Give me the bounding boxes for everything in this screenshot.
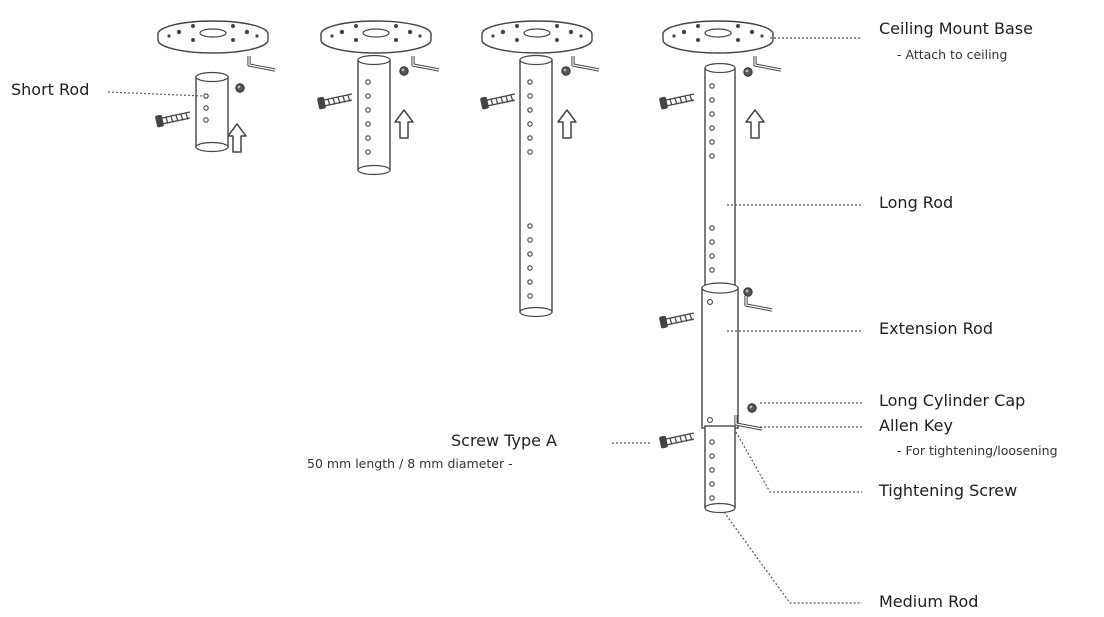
assembly-long-rod	[479, 20, 601, 318]
screw-type-a	[658, 432, 695, 450]
label-screw-type-a: Screw Type A	[451, 431, 557, 450]
allen-key-4b	[744, 294, 774, 312]
leader-medium	[723, 511, 862, 604]
note-screw-type-a: 50 mm length / 8 mm diameter -	[307, 456, 513, 471]
screw-4a	[658, 93, 695, 111]
label-long-rod: Long Rod	[879, 193, 954, 212]
medium-rod-2	[357, 59, 391, 171]
screw-4b	[658, 312, 695, 330]
label-tightening-screw: Tightening Screw	[879, 481, 1018, 500]
label-allen-key: Allen Key	[879, 416, 953, 435]
assembly-medium-rod	[316, 20, 441, 176]
ceiling-plate-4	[662, 20, 774, 54]
leader-tightening	[735, 431, 862, 493]
up-arrow-2	[394, 109, 414, 139]
screw-2	[316, 93, 353, 111]
note-allen-key: - For tightening/loosening	[897, 445, 1058, 458]
label-short-rod: Short Rod	[11, 80, 90, 99]
label-ceiling-mount-base: Ceiling Mount Base	[879, 19, 1033, 38]
cylinder-cap-2	[399, 66, 409, 76]
leader-short-rod	[107, 91, 205, 97]
up-arrow-3	[557, 109, 577, 139]
medium-rod-4	[704, 425, 736, 509]
ceiling-plate-1	[157, 20, 269, 54]
cylinder-cap-3	[561, 66, 571, 76]
assembly-short-rod	[154, 20, 277, 153]
up-arrow-4	[745, 109, 765, 139]
leader-lines	[107, 37, 862, 604]
extension-rod	[701, 287, 739, 429]
screw-3	[479, 93, 516, 111]
allen-key-1	[247, 54, 277, 72]
cylinder-cap-4a	[743, 67, 753, 77]
long-rod-4	[704, 67, 736, 291]
label-long-cylinder-cap: Long Cylinder Cap	[879, 391, 1026, 410]
allen-key-3	[571, 54, 601, 72]
allen-key-2	[411, 54, 441, 72]
allen-key-4	[753, 54, 783, 72]
ceiling-plate-3	[481, 20, 593, 54]
long-rod-3	[519, 59, 553, 313]
screw-1	[154, 111, 191, 129]
cylinder-cap-4b	[743, 287, 753, 297]
ceiling-plate-2	[320, 20, 432, 54]
long-cylinder-cap	[747, 403, 757, 413]
allen-key-4c	[734, 413, 764, 431]
label-extension-rod: Extension Rod	[879, 319, 993, 338]
cylinder-cap-1	[235, 83, 245, 93]
short-rod	[195, 76, 229, 148]
assembly-extension	[658, 20, 783, 514]
up-arrow-1	[227, 123, 247, 153]
note-ceiling-mount-base: - Attach to ceiling	[897, 47, 1008, 62]
label-medium-rod: Medium Rod	[879, 592, 979, 611]
